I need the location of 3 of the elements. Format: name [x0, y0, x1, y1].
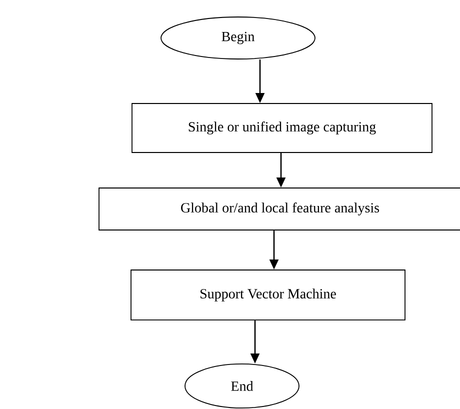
process-box: Support Vector Machine — [130, 270, 406, 320]
process-box: Single or unified image capturing — [132, 103, 432, 153]
process-box: Global or/and local feature analysis — [98, 188, 460, 230]
